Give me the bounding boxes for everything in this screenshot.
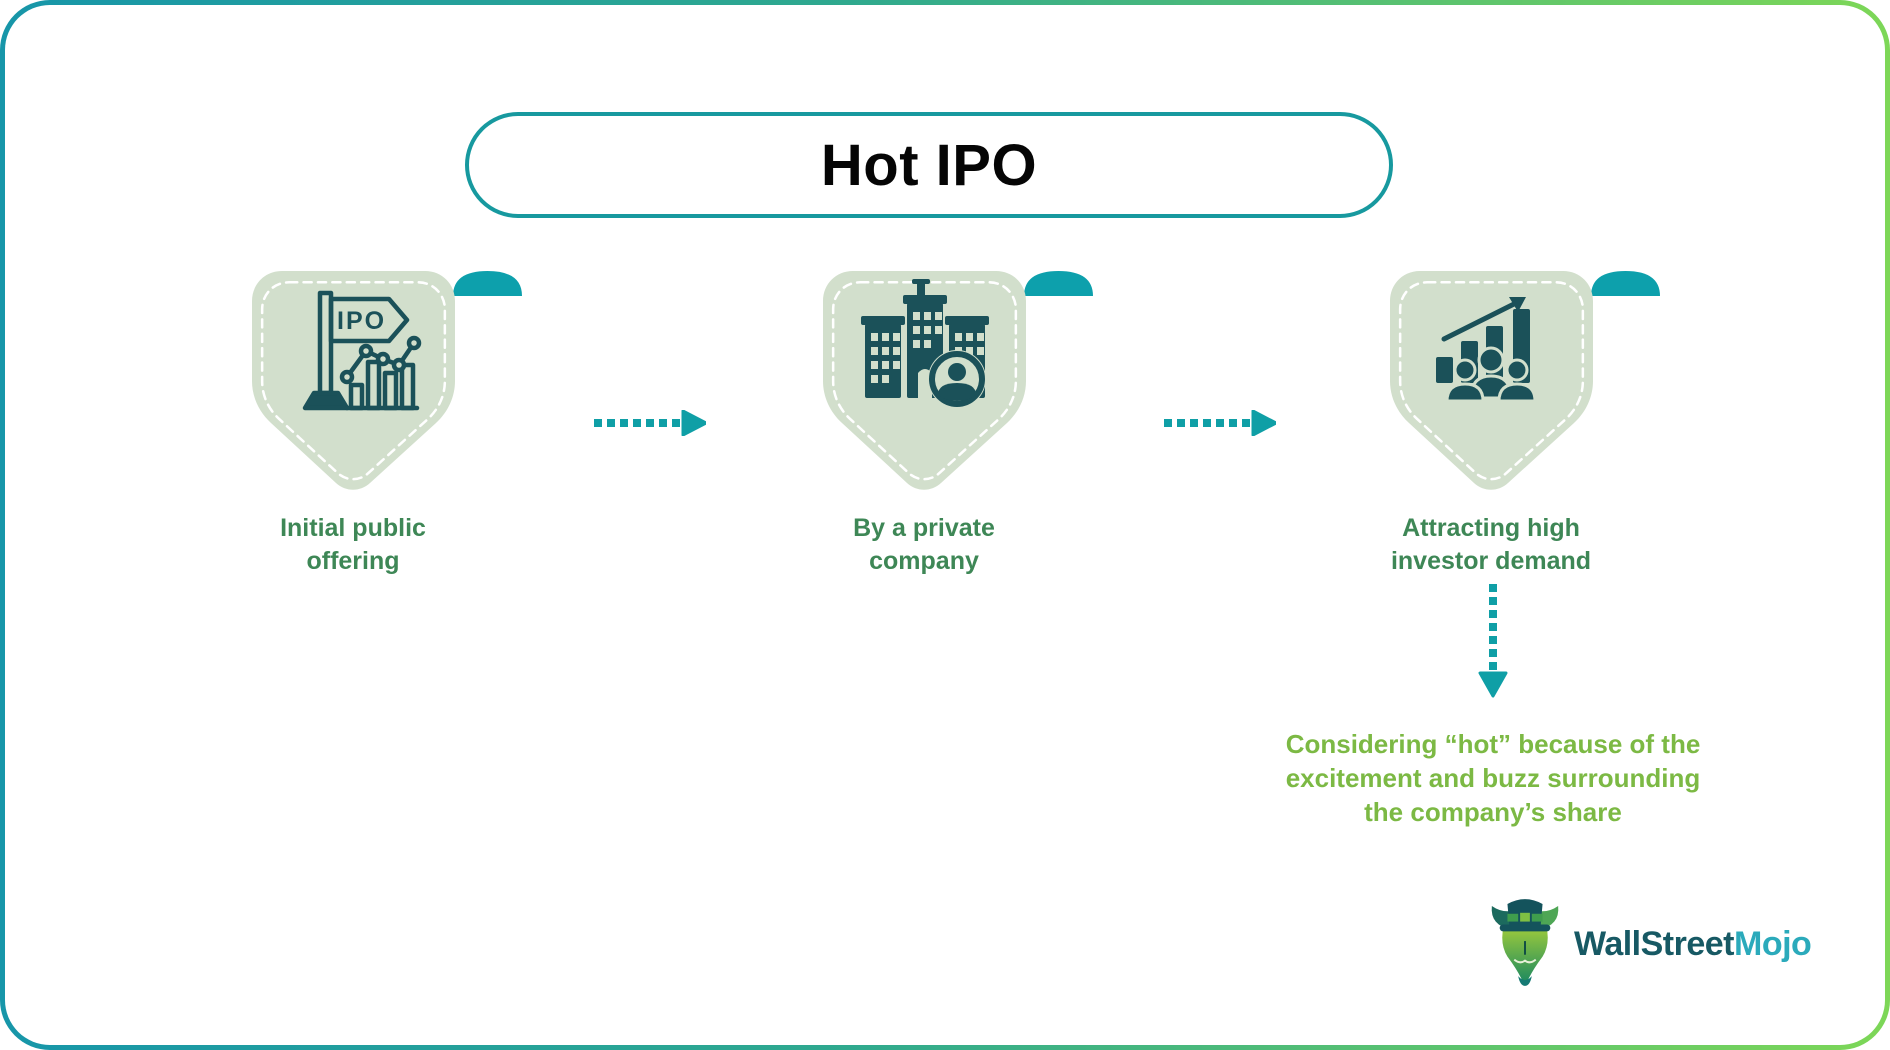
badge-dashed-outline: [831, 281, 1018, 481]
label-line: Attracting high: [1402, 514, 1580, 542]
hot-ipo-note: Considering “hot” because of the excitem…: [1203, 727, 1783, 829]
badge-dashed-outline: [1398, 281, 1585, 481]
dotted-arrow-right-icon: [594, 410, 706, 436]
note-line: excitement and buzz surrounding: [1285, 763, 1701, 793]
dotted-arrow-right-icon: [1164, 410, 1276, 436]
corner-tab: [453, 271, 522, 296]
badge-shape: [252, 271, 455, 490]
ipo-signpost-chart-icon: IPO: [302, 290, 422, 411]
logo-text-mojo: Mojo: [1734, 924, 1812, 963]
page-title: Hot IPO: [820, 132, 1038, 198]
step-label-initial-public-offering: Initial public offering: [193, 512, 513, 578]
badge-dashed-outline: [260, 281, 447, 481]
title-pill: Hot IPO: [465, 112, 1393, 218]
bull-mascot-icon: [1491, 899, 1559, 986]
step-label-private-company: By a private company: [764, 512, 1084, 578]
step-badge-initial-public-offering: IPO: [252, 271, 522, 490]
ipo-flag-text: IPO: [337, 307, 386, 335]
logo-wordmark: WallStreetMojo: [1574, 924, 1812, 964]
step-label-investor-demand: Attracting high investor demand: [1331, 512, 1651, 578]
step-badge-investor-demand: [1390, 271, 1660, 490]
dotted-arrow-down-icon: [1478, 584, 1508, 698]
corner-tab: [1591, 271, 1660, 296]
logo-text-wallstreet: WallStreet: [1574, 924, 1735, 963]
note-line: the company’s share: [1364, 797, 1622, 827]
investor-demand-growth-icon: [1436, 297, 1537, 403]
step-badge-private-company: [823, 271, 1093, 490]
label-line: By a private: [853, 514, 995, 542]
label-line: Initial public: [280, 514, 426, 542]
corner-tab: [1024, 271, 1093, 296]
label-line: offering: [306, 547, 400, 575]
label-line: company: [869, 547, 979, 575]
private-company-buildings-icon: [861, 279, 989, 408]
wallstreetmojo-logo: WallStreetMojo: [1486, 898, 1812, 990]
label-line: investor demand: [1390, 547, 1592, 575]
note-line: Considering “hot” because of the: [1285, 729, 1701, 759]
